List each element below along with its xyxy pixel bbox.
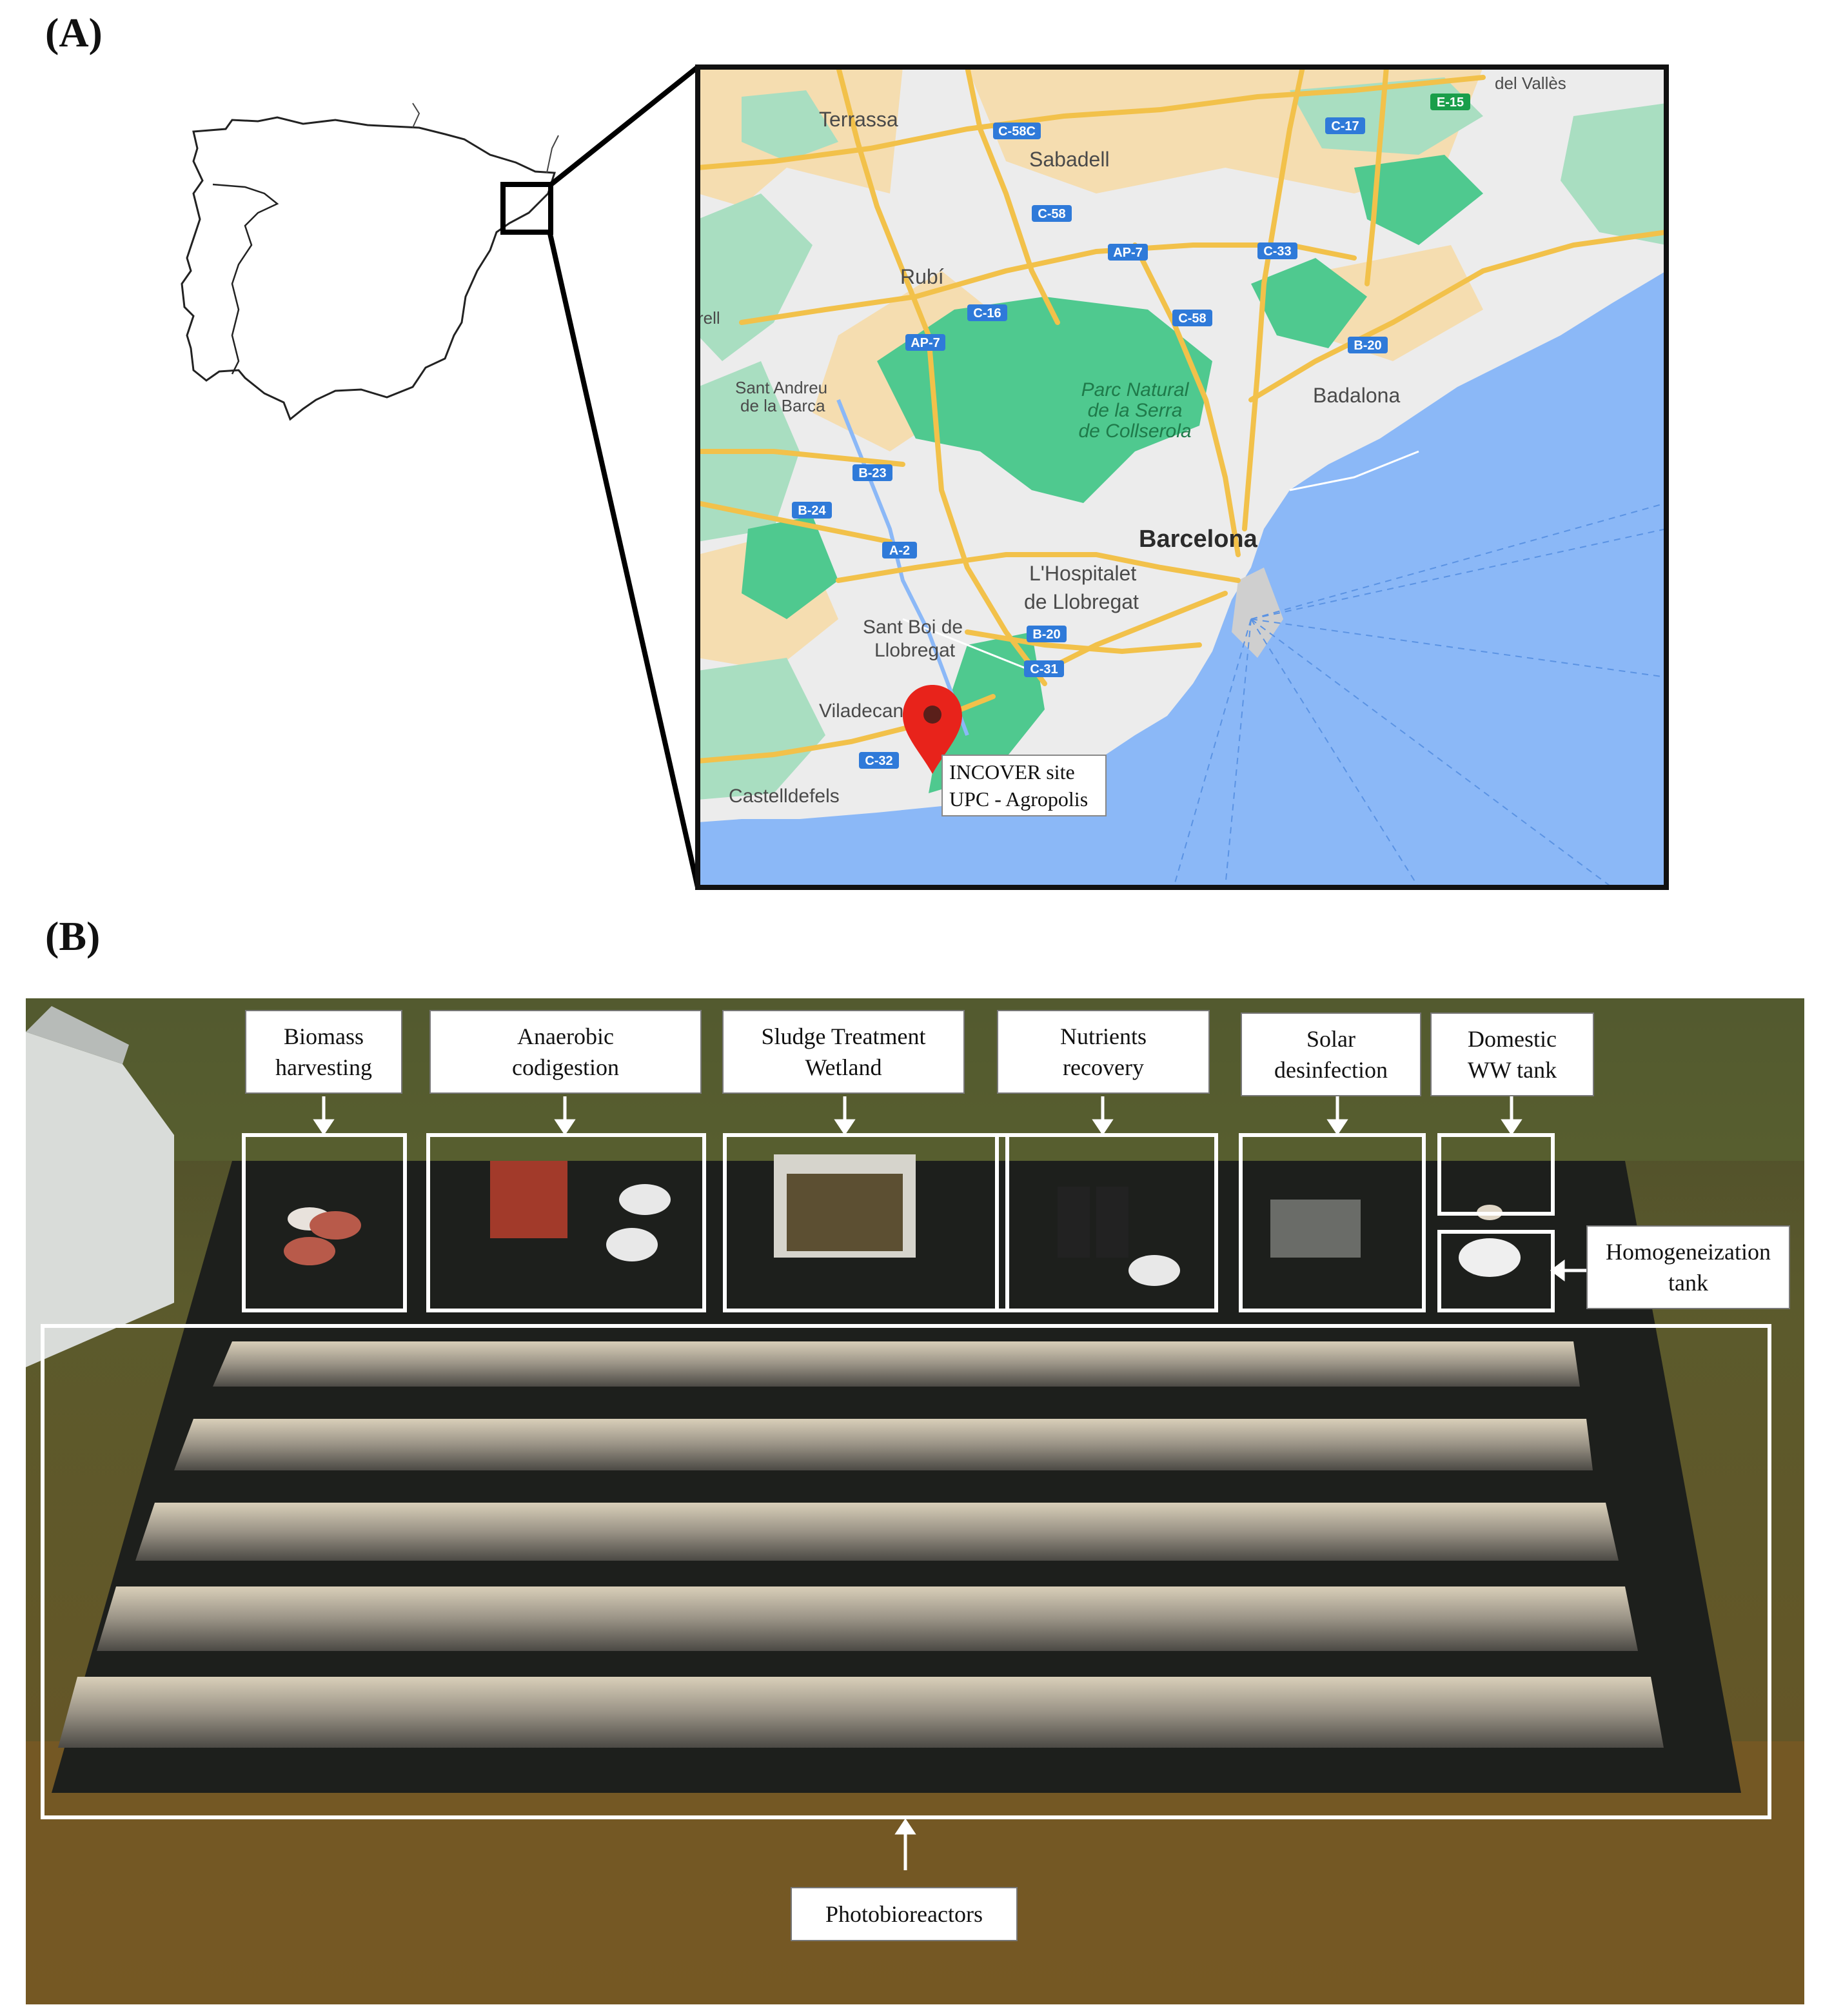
city-label: Castelldefels <box>729 786 840 807</box>
road-shield: E-15 <box>1437 95 1464 110</box>
panel-label-a: (A) <box>45 10 103 55</box>
city-label: L'Hospitalet <box>1029 562 1136 585</box>
callout-nutrients-recovery: Nutrients recovery <box>997 1010 1210 1094</box>
road-shield: C-32 <box>865 754 892 768</box>
aerial-photo <box>26 998 1804 2004</box>
callout-homogeneization-tank: Homogeneization tank <box>1586 1225 1790 1309</box>
park-label: de Collserola <box>1078 420 1191 442</box>
city-label: de Llobregat <box>1024 590 1139 613</box>
city-label: rell <box>698 308 720 328</box>
callout-arrows <box>313 1096 1586 1870</box>
site-callout-line2: UPC - Agropolis <box>949 787 1089 811</box>
city-label: Rubí <box>900 265 944 288</box>
equipment <box>284 1154 1521 1286</box>
iberia-outline <box>181 116 556 421</box>
callout-domestic-ww-tank: Domestic WW tank <box>1430 1013 1594 1096</box>
road-shield: C-58 <box>1038 207 1065 221</box>
road-shield: C-58 <box>1178 311 1206 326</box>
photobioreactor-tubes <box>58 1341 1664 1748</box>
map-inset: C-58C C-58 C-17 E-15 AP-7 C-33 C-16 C-58… <box>698 67 1666 887</box>
map-labels: Terrassa Sabadell Rubí Sant Andreu de la… <box>698 74 1566 807</box>
callout-anaerobic-codigestion: Anaerobic codigestion <box>429 1010 702 1094</box>
road-shields: C-58C C-58 C-17 E-15 AP-7 C-33 C-16 C-58… <box>792 94 1470 769</box>
road-shield: C-58C <box>998 124 1036 139</box>
road-shield: B-23 <box>858 466 886 480</box>
city-label: Sant Boi de <box>863 617 963 638</box>
city-label-barcelona: Barcelona <box>1139 526 1258 553</box>
callout-biomass-harvesting: Biomass harvesting <box>245 1010 402 1094</box>
city-label: Sant Andreu <box>735 378 827 397</box>
connector-top <box>547 64 700 188</box>
road-shield: C-17 <box>1331 119 1359 133</box>
road-shield: C-33 <box>1263 244 1291 259</box>
panel-label-b: (B) <box>45 913 101 959</box>
park-label: Parc Natural <box>1081 379 1190 400</box>
road-shield: C-31 <box>1030 662 1058 677</box>
callout-photobioreactors: Photobioreactors <box>791 1887 1018 1941</box>
pyrenees-line <box>412 103 420 128</box>
callout-sludge-treatment-wetland: Sludge Treatment Wetland <box>722 1010 965 1094</box>
city-label: del Vallès <box>1495 74 1566 93</box>
road-shield: AP-7 <box>1113 246 1143 260</box>
road-shield: AP-7 <box>911 336 940 350</box>
map-frame <box>695 64 1669 890</box>
road-shield: B-20 <box>1354 339 1381 353</box>
city-label: de la Barca <box>740 396 825 415</box>
city-label: Viladecans <box>819 700 913 722</box>
callout-solar-desinfection: Solar desinfection <box>1241 1013 1421 1096</box>
road-shield: B-24 <box>798 504 826 518</box>
portugal-border <box>212 183 279 375</box>
cap-line <box>546 135 559 173</box>
city-label: Llobregat <box>874 640 956 661</box>
site-pin-icon <box>903 685 962 774</box>
city-label: Sabadell <box>1029 148 1110 171</box>
city-label: Badalona <box>1313 384 1400 407</box>
photo-highlight-boxes <box>41 1133 1771 1819</box>
park-label: de la Serra <box>1088 400 1183 421</box>
road-shield: A-2 <box>889 544 910 558</box>
connector-bottom <box>547 230 700 888</box>
site-callout: INCOVER site UPC - Agropolis <box>941 755 1107 816</box>
sea <box>698 271 1666 887</box>
road-shield: B-20 <box>1032 628 1060 642</box>
road-shield: C-16 <box>973 306 1001 321</box>
inset-marker-box <box>500 182 553 235</box>
site-callout-line1: INCOVER site <box>949 760 1075 784</box>
city-label: Terrassa <box>819 108 898 131</box>
